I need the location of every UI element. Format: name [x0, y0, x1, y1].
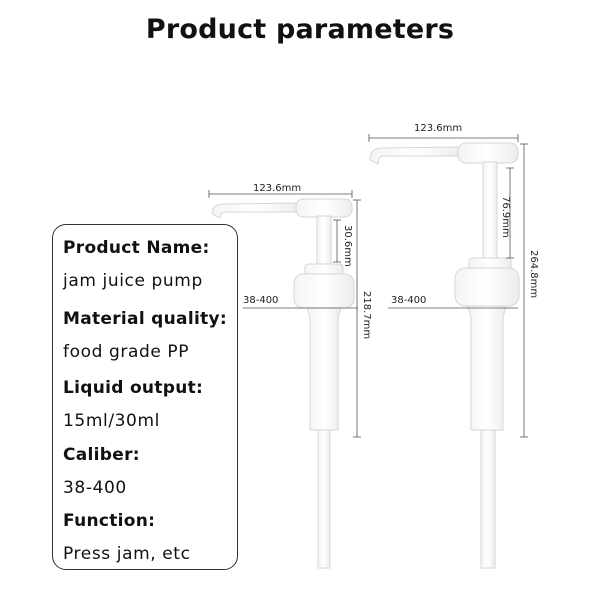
small-pump-stroke-label: 30.6mm	[342, 225, 353, 267]
large-pump-stem	[482, 161, 498, 261]
small-pump-dip-tube	[317, 429, 331, 569]
small-pump-head	[295, 198, 353, 218]
small-pump-length-label: 218.7mm	[361, 291, 372, 339]
product-parameters-box	[52, 224, 238, 570]
small-pump-body	[306, 307, 342, 431]
small-pump-thread-label: 38-400	[243, 295, 278, 306]
large-pump-length-label: 264.8mm	[528, 250, 539, 298]
small-pump-width-label: 123.6mm	[253, 183, 301, 194]
large-pump-thread-label: 38-400	[391, 295, 426, 306]
small-pump-stem	[316, 215, 332, 267]
small-pump	[211, 198, 355, 569]
large-pump-body	[467, 305, 507, 431]
param-label-product-name: Product Name:	[63, 238, 210, 258]
small-pump-closure	[293, 273, 355, 309]
param-label-liquid-output: Liquid output:	[63, 378, 204, 398]
large-pump-dip-tube	[480, 429, 496, 569]
large-pump-dimensions	[368, 134, 528, 438]
large-pump-closure	[454, 267, 520, 307]
param-value-caliber: 38-400	[63, 478, 127, 498]
small-pump-dimensions	[208, 190, 361, 438]
small-pump-nozzle	[211, 202, 301, 219]
large-pump-head	[457, 142, 519, 164]
large-pump-stroke-label: 76.9mm	[500, 196, 511, 238]
param-value-product-name: jam juice pump	[63, 271, 203, 291]
param-value-function: Press jam, etc	[63, 544, 191, 564]
page-title: Product parameters	[145, 14, 455, 45]
param-label-function: Function:	[63, 511, 156, 531]
param-value-material: food grade PP	[63, 342, 190, 362]
param-value-liquid-output: 15ml/30ml	[63, 411, 160, 431]
large-pump	[369, 142, 520, 569]
large-pump-width-label: 123.6mm	[414, 123, 462, 134]
param-label-material: Material quality:	[63, 309, 227, 329]
param-label-caliber: Caliber:	[63, 445, 140, 465]
large-pump-nozzle	[369, 146, 463, 165]
